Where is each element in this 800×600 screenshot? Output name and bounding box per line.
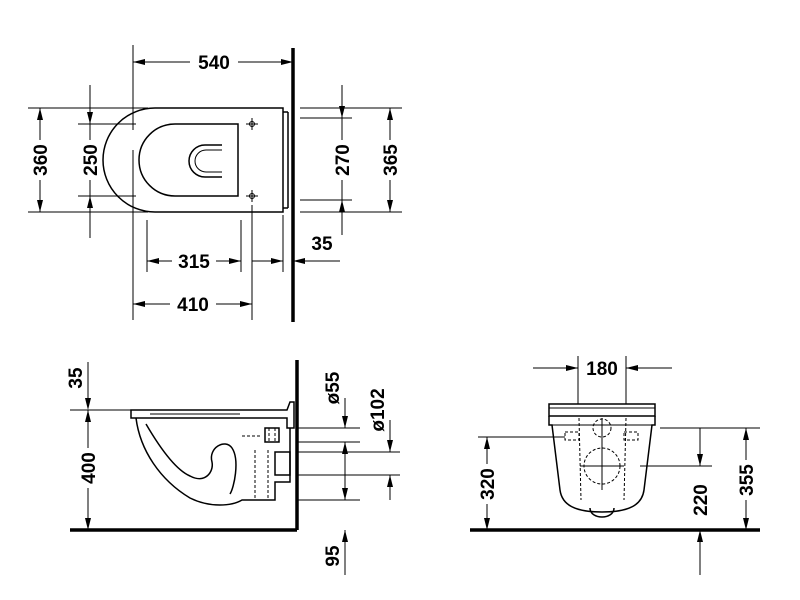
- side-view: 35 400 ø55 ø102 95: [66, 360, 400, 575]
- dim-bowl-length: 410: [177, 295, 209, 316]
- front-seat: [548, 403, 656, 417]
- front-view: 180 320 220 355: [470, 356, 760, 575]
- outlet-pipe: [274, 451, 291, 476]
- dim-rim-height: 400: [79, 452, 100, 484]
- dim-total-height: 355: [737, 464, 758, 496]
- front-body: [548, 416, 656, 513]
- dim-seat-width: 250: [81, 144, 102, 176]
- dim-top-offset: 35: [66, 367, 87, 389]
- dim-overall-length: 540: [198, 53, 230, 74]
- dim-fixing-width: 180: [586, 359, 618, 380]
- seat-opening: [138, 123, 239, 197]
- dim-outlet-diameter: ø102: [368, 388, 389, 431]
- bowl-outline: [102, 107, 284, 213]
- inlet-pipe: [264, 427, 280, 443]
- dim-outer-width: 360: [31, 144, 52, 176]
- dim-total-width: 365: [381, 144, 402, 176]
- dim-inlet-diameter: ø55: [323, 371, 344, 404]
- top-view: 540 360 250 270 365: [28, 45, 402, 322]
- dim-wall-gap: 35: [311, 234, 333, 255]
- dim-outlet-drop: 95: [323, 545, 344, 567]
- flush-opening: [188, 144, 222, 178]
- dim-inlet-height: 320: [478, 468, 499, 500]
- bowl-outer-profile: [135, 417, 291, 506]
- dim-inner-width: 270: [333, 144, 354, 176]
- dim-fixing-distance: 315: [178, 252, 210, 273]
- seat-profile: [130, 401, 295, 429]
- bowl-inner-profile: [145, 423, 237, 495]
- dim-outlet-height: 220: [691, 484, 712, 516]
